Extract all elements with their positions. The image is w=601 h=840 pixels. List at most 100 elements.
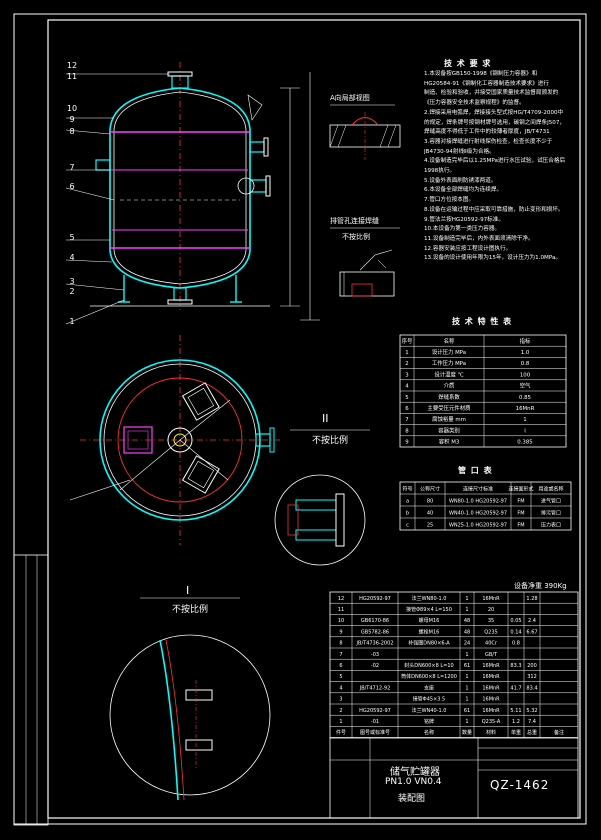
table-cell: 法兰WN80-1.0 <box>412 595 447 602</box>
part-label: 6 <box>69 182 74 191</box>
table-cell: 2 <box>339 708 342 714</box>
table-cell: 螺栓M16 <box>419 628 440 635</box>
table-cell: 12 <box>338 596 344 602</box>
table-cell: 1.0 <box>521 350 530 356</box>
table-cell: HG20592-97 <box>359 708 391 714</box>
table-cell: 法兰WN40-1.0 <box>412 707 447 714</box>
table-cell: 容积 M3 <box>439 438 460 446</box>
table-cell: JB/T4736-2002 <box>356 641 394 647</box>
table-cell: 铭牌 <box>424 718 434 725</box>
table-cell: 2.4 <box>528 618 536 624</box>
table-cell: 主要受压元件材质 <box>427 404 471 412</box>
table-cell: 16MnR <box>482 663 500 669</box>
table-cell: 3 <box>405 372 408 378</box>
table-cell: 图号或标准号 <box>360 729 390 736</box>
section-i-detail <box>109 597 271 801</box>
part-label: 8 <box>69 127 74 136</box>
table-cell: 0.05 <box>510 618 521 624</box>
table-cell: 5.32 <box>526 708 537 714</box>
table-cell: 16MnR <box>482 708 500 714</box>
table-cell: 1 <box>465 697 468 703</box>
table-cell: 名称 <box>424 729 434 736</box>
table-cell: b <box>406 510 409 516</box>
detail-b-view <box>330 227 400 297</box>
table-cell: 48 <box>464 629 470 635</box>
table-cell: 1.2 <box>512 719 520 725</box>
part-label: 5 <box>69 233 74 242</box>
table-cell: 空气 <box>520 382 531 390</box>
table-cell: -03 <box>371 652 379 658</box>
table-cell: 100 <box>520 372 531 378</box>
table-cell: 备注 <box>554 729 564 736</box>
table-cell: 16MnR <box>482 697 500 703</box>
table-cell: FM <box>517 522 524 528</box>
table-cell: 1.28 <box>526 596 537 602</box>
table-cell: 公称尺寸 <box>420 485 440 492</box>
table-cell: 3 <box>339 697 342 703</box>
table-cell: -02 <box>371 663 379 669</box>
table-cell: GB5782-86 <box>361 629 389 635</box>
table-cell: 封头DN600×8 L=10 <box>404 662 453 669</box>
vessel-elevation <box>65 62 320 325</box>
table-cell: 1 <box>523 417 526 423</box>
table-cell: 5.11 <box>510 708 521 714</box>
table-cell: 0.385 <box>517 440 532 446</box>
table-cell: 0.8 <box>521 361 530 367</box>
table-cell: 材料 <box>486 729 496 736</box>
table-cell: 工作压力 MPa <box>432 359 466 367</box>
table-cell: 1 <box>405 350 408 356</box>
table-cell: 6.67 <box>526 629 537 635</box>
part-label: 4 <box>69 253 74 262</box>
table-cell: 用途或名称 <box>538 485 563 492</box>
table-cell: 0.85 <box>519 395 531 401</box>
table-cell: 8 <box>405 428 409 434</box>
table-cell: 介质 <box>444 382 455 390</box>
table-cell: 9 <box>339 629 342 635</box>
table-cell: 16MnR <box>482 596 500 602</box>
table-cell: 接管Φ45×3.5 <box>413 696 445 703</box>
table-cell: 16MnR <box>482 674 500 680</box>
table-cell: 符号 <box>402 485 412 492</box>
part-label: 2 <box>69 287 74 296</box>
table-cell: 7 <box>405 417 408 423</box>
table-cell: 件号 <box>336 729 346 736</box>
table-cell: 连接面形式 <box>508 485 533 492</box>
table-cell: 2 <box>405 361 408 367</box>
table-cell: 进气管口 <box>541 497 561 504</box>
table-cell: Q235-A <box>482 719 501 725</box>
table-cell: 1 <box>465 719 468 725</box>
table-cell: 压力表口 <box>541 521 561 528</box>
table-cell: 名称 <box>444 337 455 345</box>
table-cell: 16MnR <box>482 685 500 691</box>
table-cell: GB/T <box>485 652 498 658</box>
table-cell: 7 <box>339 652 342 658</box>
table-cell: 61 <box>464 708 470 714</box>
table-cell: 1 <box>465 674 468 680</box>
table-cell: 5 <box>339 674 342 680</box>
part-label: 9 <box>69 115 74 124</box>
table-cell: 单重 <box>511 729 521 736</box>
table-cell: I <box>524 428 526 434</box>
inner-frame <box>47 19 581 819</box>
table-cell: 总重 <box>527 729 537 736</box>
table-cell: 1 <box>465 685 468 691</box>
table-cell: c <box>406 522 409 528</box>
table-cell: 7.4 <box>528 719 536 725</box>
table-cell: 83.4 <box>526 685 537 691</box>
table-cell: 0.8 <box>512 641 520 647</box>
table-cell: 24 <box>464 641 470 647</box>
table-cell: 35 <box>488 618 494 624</box>
table-cell: 接管Φ89×4 L=150 <box>406 606 452 613</box>
table-cell: 4 <box>339 685 342 691</box>
table-cell: 6 <box>405 406 409 412</box>
table-cell: FM <box>517 498 524 504</box>
revision-strip <box>13 554 49 826</box>
table-cell: WN40-1.0 HG20592-97 <box>449 510 507 516</box>
table-cell: 6 <box>339 663 342 669</box>
part-label: 10 <box>67 104 77 113</box>
